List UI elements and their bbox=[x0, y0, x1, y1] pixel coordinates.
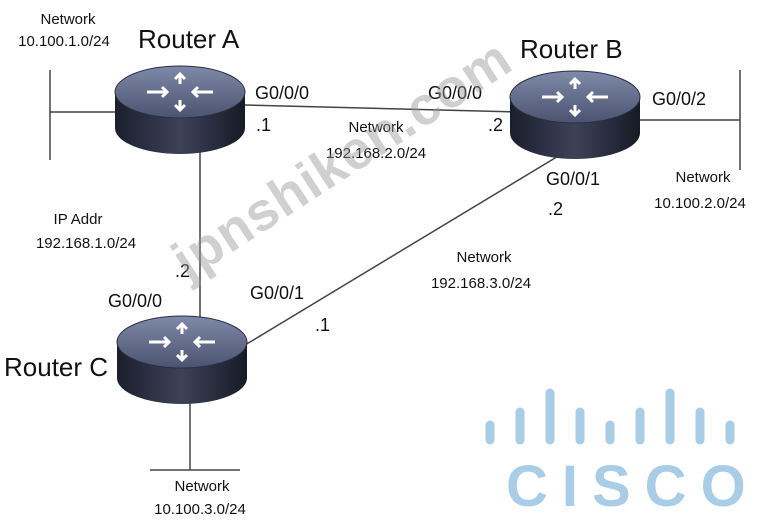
router-c-name: Router C bbox=[4, 352, 109, 382]
router-c-icon[interactable] bbox=[116, 315, 248, 404]
router-c-g000-ip: .2 bbox=[175, 261, 191, 281]
link-a-b bbox=[244, 104, 521, 113]
network-ab-subnet: 192.168.2.0/24 bbox=[325, 145, 427, 162]
router-b-icon[interactable] bbox=[509, 70, 641, 159]
router-b-g000-ip: .2 bbox=[488, 115, 504, 135]
link-b-c bbox=[244, 154, 561, 346]
router-b-g001-ip: .2 bbox=[548, 199, 564, 219]
network-ab-title: Network bbox=[348, 119, 404, 136]
network-ac-subnet: 192.168.1.0/24 bbox=[35, 235, 137, 252]
router-a-g000-label: G0/0/0 bbox=[255, 83, 310, 103]
cisco-logo-text: CISCO bbox=[506, 454, 760, 519]
network-lan-c-subnet: 10.100.3.0/24 bbox=[154, 501, 246, 518]
network-bc-subnet: 192.168.3.0/24 bbox=[430, 275, 532, 292]
router-a-g000-ip: .1 bbox=[256, 115, 272, 135]
network-lan-b-subnet: 10.100.2.0/24 bbox=[654, 195, 746, 212]
router-a-icon[interactable] bbox=[114, 65, 246, 154]
router-c-g000-label: G0/0/0 bbox=[108, 291, 163, 311]
router-c-g001-ip: .1 bbox=[315, 315, 331, 335]
router-b-g002-label: G0/0/2 bbox=[652, 89, 707, 109]
router-b-name: Router B bbox=[520, 34, 623, 64]
router-c-g001-label: G0/0/1 bbox=[250, 283, 305, 303]
router-b-g001-label: G0/0/1 bbox=[546, 169, 601, 189]
router-a-name: Router A bbox=[138, 24, 240, 54]
network-lan-a-subnet: 10.100.1.0/24 bbox=[18, 33, 110, 50]
network-lan-a-title: Network bbox=[40, 11, 96, 28]
network-lan-b-title: Network bbox=[675, 169, 731, 186]
network-ac-title: IP Addr bbox=[53, 211, 103, 228]
network-bc-title: Network bbox=[456, 249, 512, 266]
network-lan-c-title: Network bbox=[174, 478, 230, 495]
cisco-bars-icon bbox=[485, 388, 735, 445]
router-b-g000-label: G0/0/0 bbox=[428, 83, 483, 103]
